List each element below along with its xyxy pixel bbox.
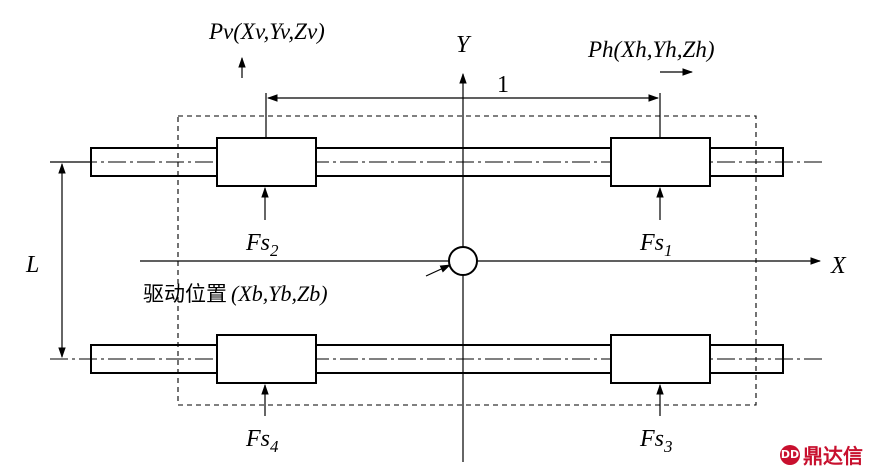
pv-label: Pv(Xv,Yv,Zv) — [208, 19, 325, 44]
slider-block-fs4 — [216, 334, 317, 384]
top-rail — [50, 137, 822, 187]
drive-position-label: 驱动位置(Xb,Yb,Zb) — [143, 281, 328, 306]
fs3-label: Fs3 — [639, 426, 673, 456]
watermark-logo: DD 鼎达信 — [780, 440, 863, 469]
slider-block-fs3 — [610, 334, 711, 384]
span-dimension-label: 1 — [497, 72, 509, 98]
length-dimension-label: L — [25, 252, 39, 278]
watermark-mark-icon: DD — [780, 444, 800, 465]
ph-label: Ph(Xh,Yh,Zh) — [587, 37, 715, 62]
fs2-label: Fs2 — [245, 230, 279, 260]
x-axis-label: X — [830, 253, 847, 279]
drive-leader-line — [425, 264, 451, 277]
fs1-label: Fs1 — [639, 230, 673, 260]
slider-block-fs2 — [216, 137, 317, 187]
slider-block-fs1 — [610, 137, 711, 187]
y-axis-label: Y — [456, 32, 472, 58]
watermark-text: 鼎达信 — [803, 444, 863, 468]
fs4-label: Fs4 — [245, 426, 279, 456]
drive-position-marker — [448, 246, 478, 276]
bottom-rail — [50, 334, 822, 384]
